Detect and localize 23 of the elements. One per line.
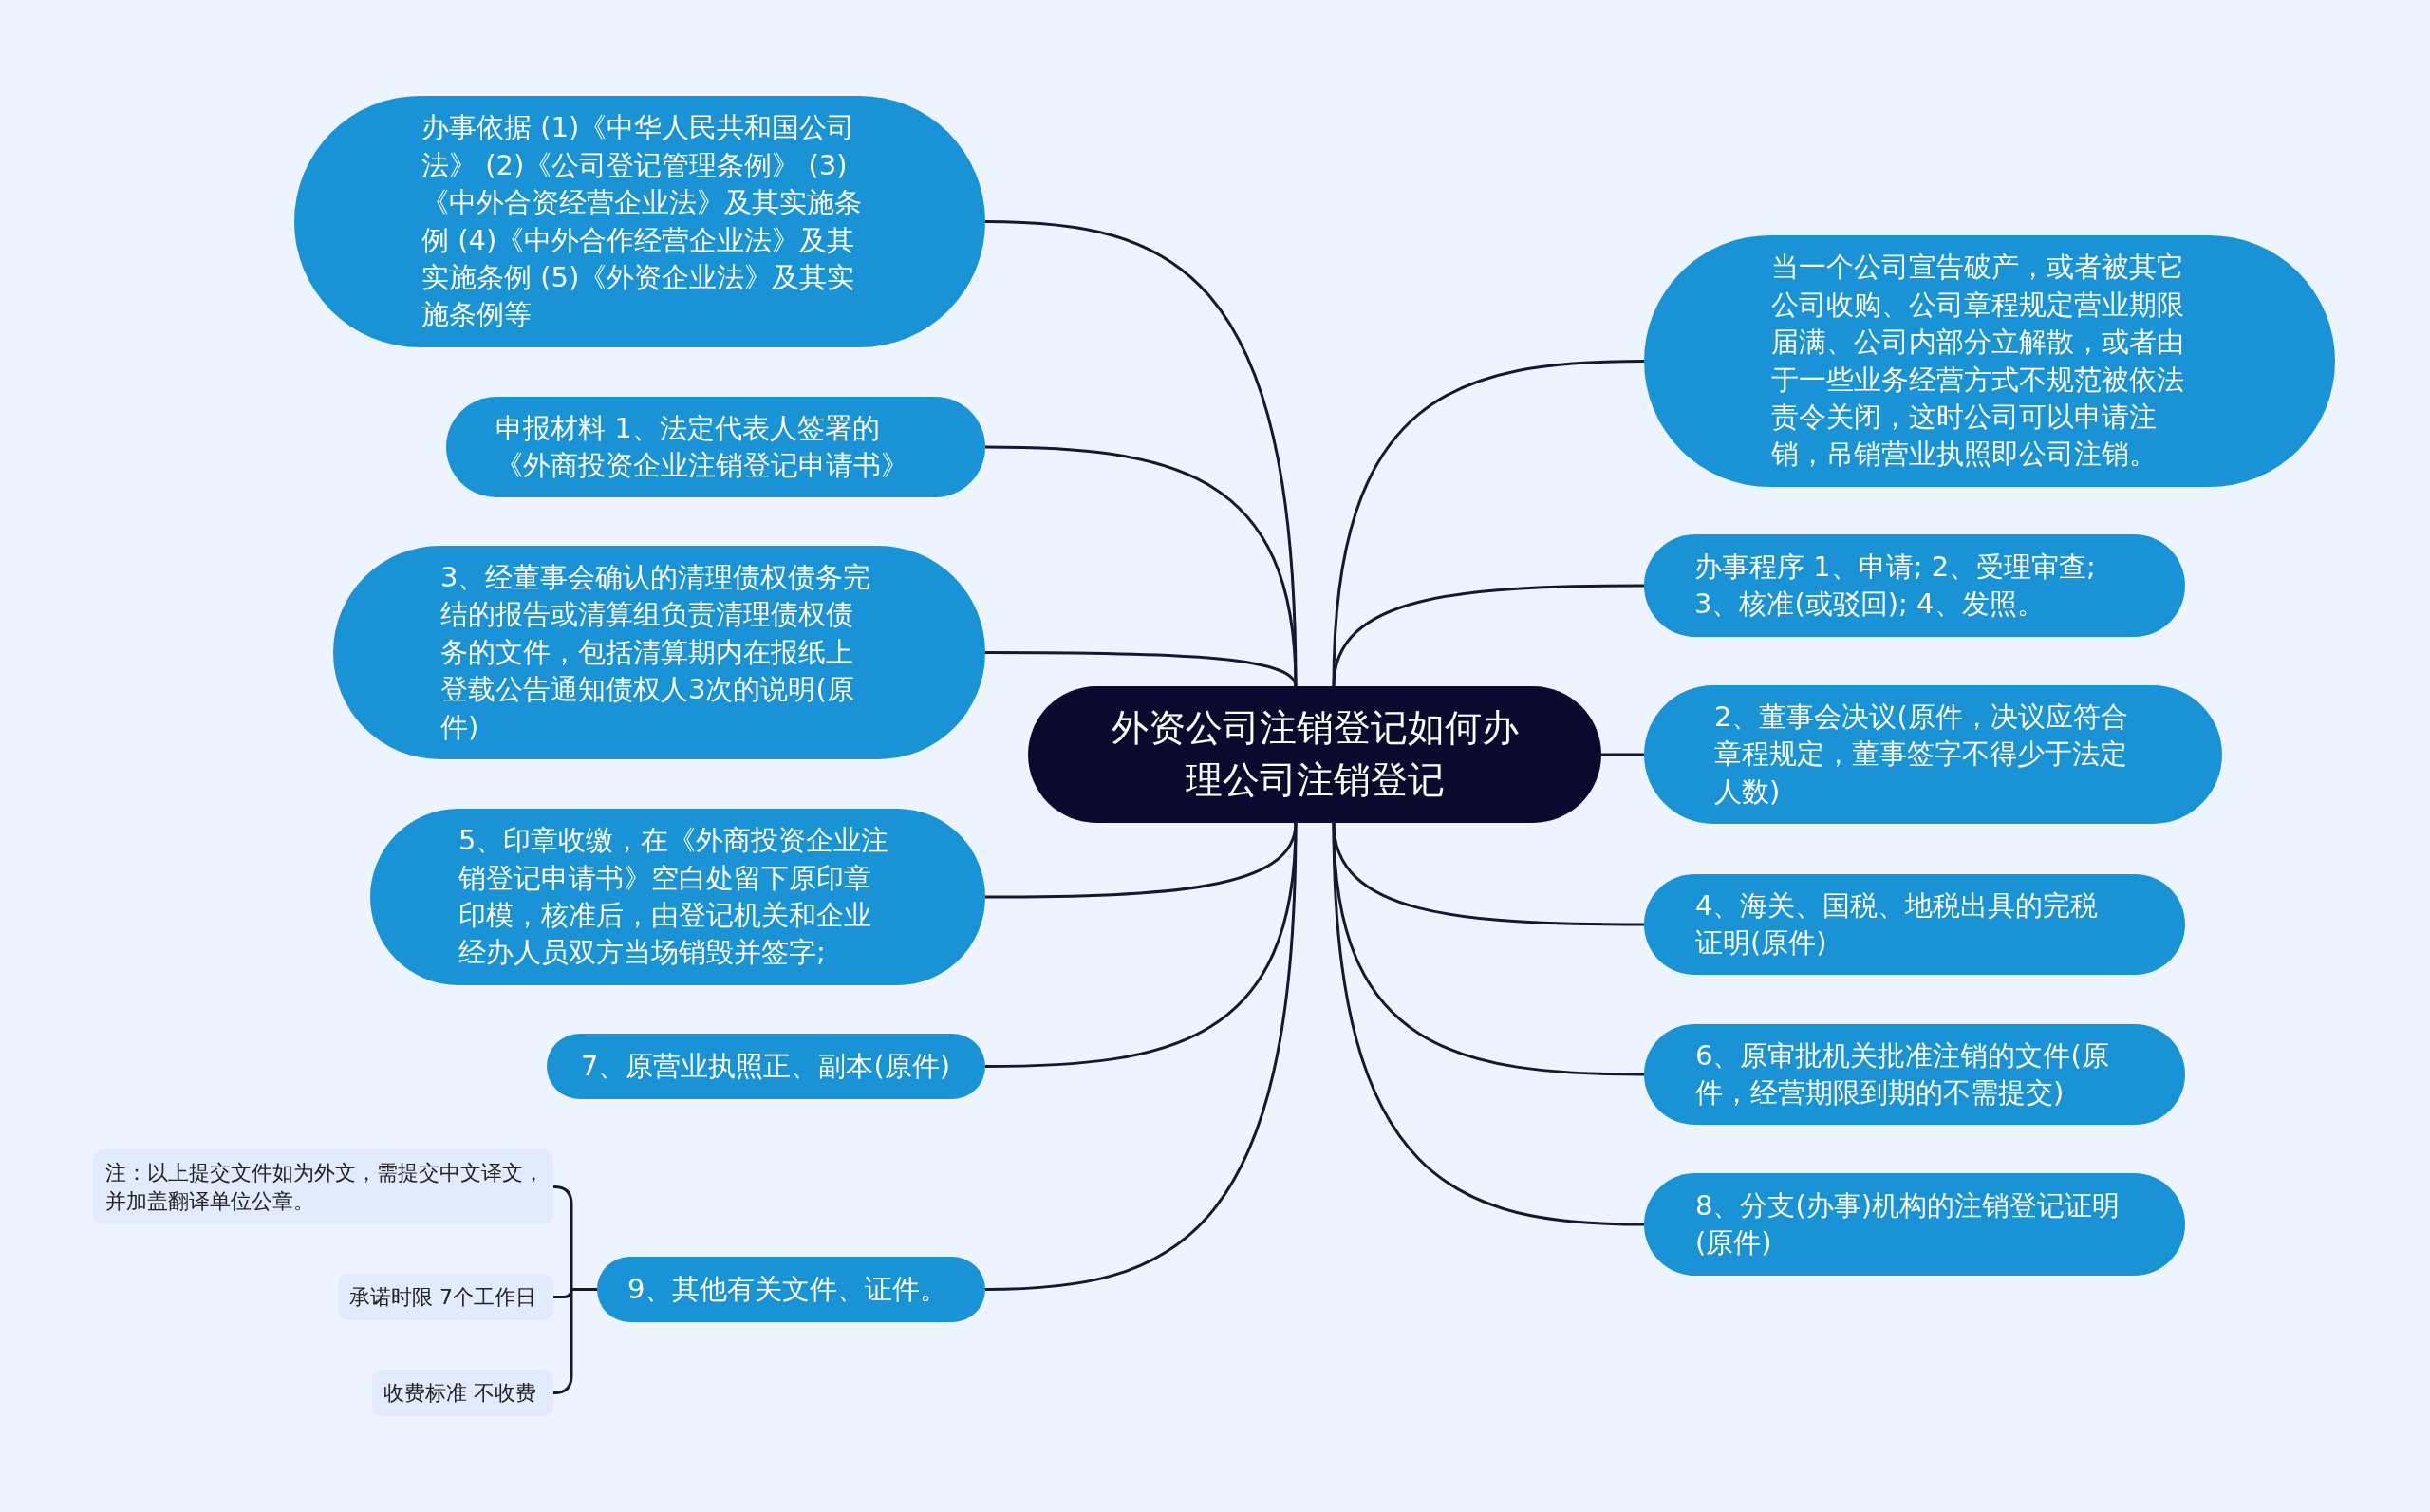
note-box	[338, 1274, 553, 1320]
note-box	[372, 1370, 553, 1416]
connector-line	[1601, 753, 1644, 756]
note-box	[93, 1149, 553, 1224]
topic-text: 当一个公司宣告破产，或者被其它公司收购、公司章程规定营业期限届满、公司内部分立解散，或者由于一些业务经营方式不规范被依法责令关闭，这时公司可以申请注销，吊销营业执照即公司注销。	[1771, 250, 2185, 473]
topic-text: 2、董事会决议(原件，决议应符合章程规定，董事签字不得少于法定人数)	[1714, 699, 2129, 810]
note-text: 收费标准 不收费	[383, 1379, 537, 1407]
note-text: 承诺时限 7个工作日	[349, 1283, 537, 1311]
connector-line	[984, 822, 1298, 1291]
connector-line	[1332, 584, 1644, 687]
central-topic-text: 外资公司注销登记如何办理公司注销登记	[1110, 705, 1520, 803]
topic-text: 3、经董事会确认的清理债权债务完结的报告或清算组负责清理债权债务的文件，包括清算期内在报纸上登载公告通知债权人3次的说明(原件)	[440, 559, 872, 745]
topic-text: 7、原营业执照正、副本(原件)	[581, 1048, 952, 1084]
topic-text: 8、分支(办事)机构的注销登记证明(原件)	[1695, 1187, 2122, 1260]
connector-line	[985, 651, 1298, 687]
topic-text: 办事程序 1、申请; 2、受理审查; 3、核准(或驳回); 4、发照。	[1694, 549, 2097, 622]
topic-text: 9、其他有关文件、证件。	[627, 1271, 949, 1307]
note-text: 注：以上提交文件如为外文，需提交中文译文，并加盖翻译单位公章。	[105, 1159, 545, 1215]
topic-text: 4、海关、国税、地税出具的完税证明(原件)	[1695, 887, 2100, 961]
topic-text: 申报材料 1、法定代表人签署的《外商投资企业注销登记申请书》	[495, 410, 909, 483]
topic-text: 5、印章收缴，在《外商投资企业注销登记申请书》空白处留下原印章印模，核准后，由登记机关和企业经办人员双方当场销毁并签字;	[458, 823, 890, 971]
topic-text: 办事依据 (1)《中华人民共和国公司法》 (2)《公司登记管理条例》 (3)《中外合资经营企业法》及其实施条例 (4)《中外合作经营企业法》及其实施条例 (5)《外资企业法》及其实施条例等	[421, 110, 863, 333]
topic-text: 6、原审批机关批准注销的文件(原件，经营期限到期的不需提交)	[1695, 1037, 2110, 1111]
